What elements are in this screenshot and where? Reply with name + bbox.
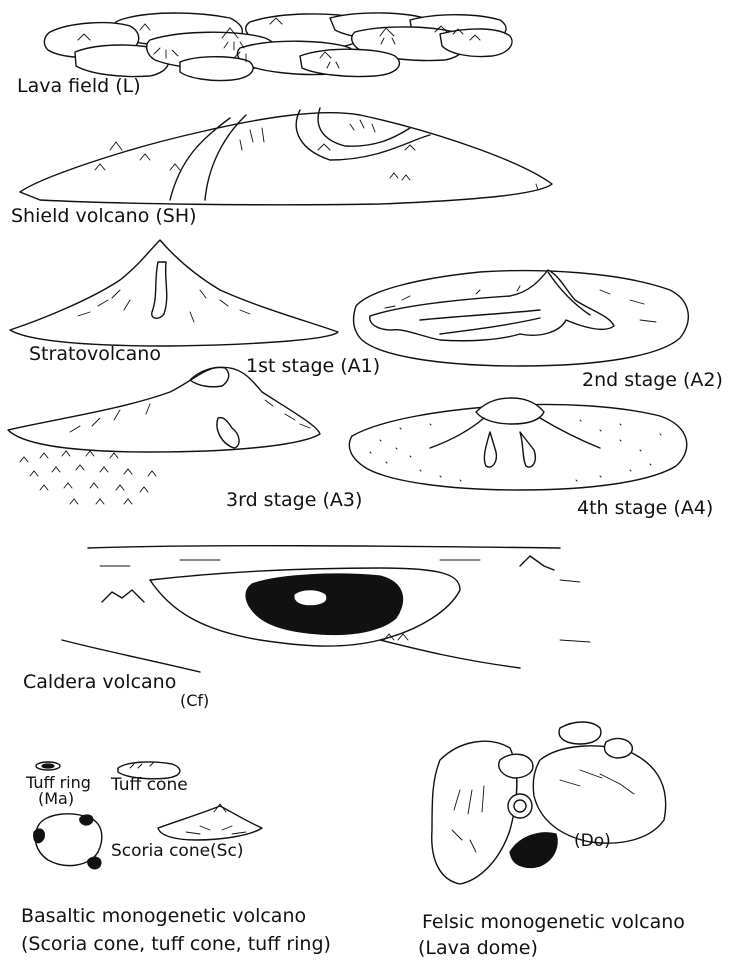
lava-field-illustration <box>44 13 512 81</box>
stratovolcano-stage2-illustration <box>354 270 689 366</box>
stage4-label: 4th stage (A4) <box>577 498 713 520</box>
stratovolcano-stage1-illustration <box>10 240 338 346</box>
stratovolcano-label: Stratovolcano <box>29 344 161 366</box>
caldera-volcano-label: Caldera volcano <box>23 672 176 694</box>
felsic-subtitle: (Lava dome) <box>418 938 538 960</box>
caldera-volcano-code: (Cf) <box>180 692 209 710</box>
caldera-volcano-illustration <box>62 546 590 672</box>
lava-field-label: Lava field (L) <box>17 76 141 98</box>
scoria-cone-label: Scoria cone(Sc) <box>111 842 243 862</box>
basaltic-title: Basaltic monogenetic volcano <box>21 906 306 928</box>
felsic-volcano-illustration <box>432 722 666 884</box>
stratovolcano-stage3-illustration <box>8 367 320 504</box>
stage1-label: 1st stage (A1) <box>246 356 380 378</box>
lava-dome-code: (Do) <box>574 832 611 852</box>
felsic-title: Felsic monogenetic volcano <box>422 912 685 934</box>
stratovolcano-stage4-illustration <box>349 398 686 490</box>
stage2-label: 2nd stage (A2) <box>582 370 723 392</box>
tuff-cone-label: Tuff cone <box>111 776 188 796</box>
shield-volcano-illustration <box>20 108 552 205</box>
tuff-ring-code: (Ma) <box>38 790 74 808</box>
stage3-label: 3rd stage (A3) <box>226 490 362 512</box>
shield-volcano-label: Shield volcano (SH) <box>11 206 197 228</box>
basaltic-subtitle: (Scoria cone, tuff cone, tuff ring) <box>21 934 331 956</box>
